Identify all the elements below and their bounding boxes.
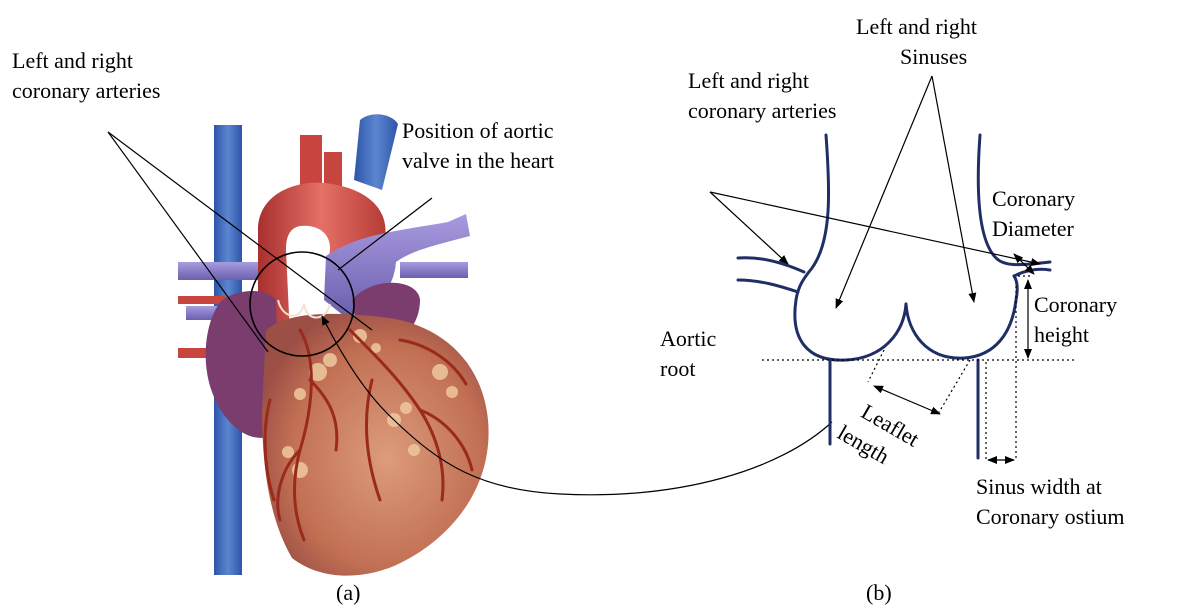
label-b-root-line2: root — [660, 354, 716, 384]
label-b-coronary-arteries: Left and right coronary arteries — [688, 66, 836, 126]
label-b-coronary-height: Coronary height — [1034, 290, 1117, 350]
label-b-sinus-width: Sinus width at Coronary ostium — [976, 472, 1125, 532]
label-b-coronary-line1: Left and right — [688, 66, 836, 96]
label-b-coronary-line2: coronary arteries — [688, 96, 836, 126]
heart-ventricles — [262, 314, 489, 576]
pulmonary-artery-right — [400, 262, 468, 278]
panel-b-annotations — [710, 76, 1074, 460]
label-a-valve-line1: Position of aortic — [402, 116, 554, 146]
label-b-width-line1: Sinus width at — [976, 472, 1125, 502]
label-b-height-line1: Coronary — [1034, 290, 1117, 320]
label-b-coronary-diameter: Coronary Diameter — [992, 184, 1075, 244]
label-b-height-line2: height — [1034, 320, 1117, 350]
label-b-root-line1: Aortic — [660, 324, 716, 354]
caption-a: (a) — [336, 578, 360, 608]
label-a-valve-line2: valve in the heart — [402, 146, 554, 176]
label-b-diameter-line1: Coronary — [992, 184, 1075, 214]
label-b-sinuses-line2: Sinuses — [856, 42, 977, 72]
label-b-diameter-line2: Diameter — [992, 214, 1075, 244]
label-b-aortic-root: Aortic root — [660, 324, 716, 384]
label-a-coronary-line1: Left and right — [12, 46, 160, 76]
label-b-sinuses-line1: Left and right — [856, 12, 977, 42]
label-a-coronary-arteries: Left and right coronary arteries — [12, 46, 160, 106]
label-b-sinuses: Left and right Sinuses — [856, 12, 977, 72]
label-a-coronary-line2: coronary arteries — [12, 76, 160, 106]
small-artery-left — [178, 296, 226, 304]
caption-b: (b) — [866, 578, 892, 608]
aortic-branch-3 — [354, 114, 398, 190]
label-a-valve-position: Position of aortic valve in the heart — [402, 116, 554, 176]
label-b-width-line2: Coronary ostium — [976, 502, 1125, 532]
pulmonary-vein-left — [178, 262, 262, 280]
